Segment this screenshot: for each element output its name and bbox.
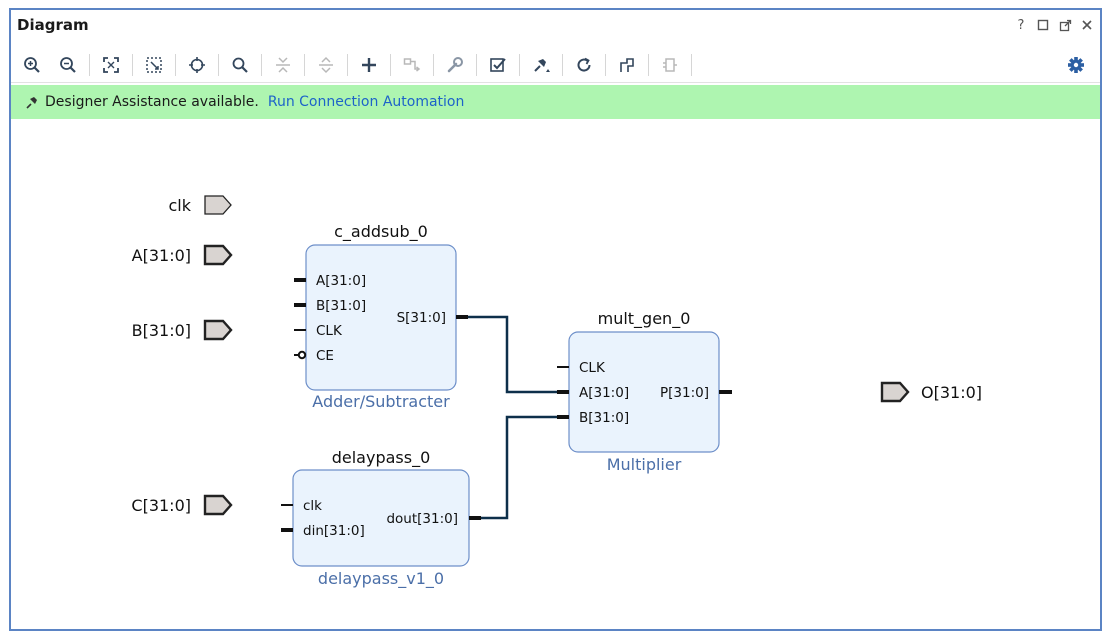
delay-pin-dout-label: dout[31:0] xyxy=(386,511,458,527)
window-title: Diagram xyxy=(17,16,89,34)
port-c-label: C[31:0] xyxy=(131,496,191,515)
port-o-label: O[31:0] xyxy=(921,383,982,402)
settings-gear-icon[interactable] xyxy=(1062,51,1090,79)
net-dout-to-b[interactable] xyxy=(479,415,561,520)
addsub-pin-s-label: S[31:0] xyxy=(397,310,446,326)
port-c[interactable]: C[31:0] xyxy=(131,494,233,516)
expand-all-icon[interactable] xyxy=(311,51,341,79)
mult-pin-b-label: B[31:0] xyxy=(579,410,629,426)
toolbar-separator xyxy=(648,54,649,76)
toolbar-separator xyxy=(132,54,133,76)
mult-pin-p-label: P[31:0] xyxy=(660,385,709,401)
toolbar-separator xyxy=(261,54,262,76)
addsub-pin-a-label: A[31:0] xyxy=(316,273,366,289)
nets xyxy=(466,315,561,520)
diagram-window: Diagram ? xyxy=(9,8,1102,631)
create-hierarchy-icon[interactable] xyxy=(655,51,685,79)
delay-pin-din-label: din[31:0] xyxy=(303,523,365,539)
port-o-shape xyxy=(880,381,910,403)
addsub-pin-ce-bubble xyxy=(297,350,307,360)
toolbar-separator xyxy=(304,54,305,76)
zoom-out-icon[interactable] xyxy=(53,51,83,79)
port-b-label: B[31:0] xyxy=(132,321,191,340)
addsub-instance-name: c_addsub_0 xyxy=(334,222,428,242)
delay-instance-name: delaypass_0 xyxy=(332,448,431,468)
help-icon[interactable]: ? xyxy=(1017,17,1025,33)
toolbar-separator xyxy=(605,54,606,76)
port-clk-label: clk xyxy=(168,196,191,215)
mult-type-label: Multiplier xyxy=(607,455,682,474)
net-s-to-a[interactable] xyxy=(466,315,561,394)
addsub-pin-b-label: B[31:0] xyxy=(316,298,366,314)
validate-design-icon[interactable] xyxy=(483,51,513,79)
add-ip-icon[interactable] xyxy=(354,51,384,79)
close-icon[interactable] xyxy=(1080,18,1094,32)
port-a-shape xyxy=(203,244,233,266)
toolbar-separator xyxy=(433,54,434,76)
toolbar-separator xyxy=(519,54,520,76)
banner-message: Designer Assistance available. xyxy=(45,94,259,110)
mult-pin-clk-label: CLK xyxy=(579,360,606,376)
toolbar-separator xyxy=(390,54,391,76)
mult-pin-a-label: A[31:0] xyxy=(579,385,629,401)
float-window-icon[interactable] xyxy=(1058,18,1072,32)
designer-assistance-banner: Designer Assistance available. Run Conne… xyxy=(11,85,1100,119)
run-connection-automation-link[interactable]: Run Connection Automation xyxy=(267,94,465,110)
block-delaypass[interactable]: delaypass_0 clk din[31:0] dout[31:0] del… xyxy=(281,448,481,589)
search-icon[interactable] xyxy=(225,51,255,79)
addsub-pin-ce-label: CE xyxy=(316,348,334,364)
collapse-all-icon[interactable] xyxy=(268,51,298,79)
pin-icon xyxy=(25,95,39,109)
toolbar-separator xyxy=(89,54,90,76)
toolbar-separator xyxy=(691,54,692,76)
wrench-icon[interactable] xyxy=(440,51,470,79)
port-o[interactable]: O[31:0] xyxy=(880,381,982,403)
delay-pin-clk-label: clk xyxy=(303,498,322,514)
zoom-fit-icon[interactable] xyxy=(96,51,126,79)
zoom-in-icon[interactable] xyxy=(17,51,47,79)
mult-instance-name: mult_gen_0 xyxy=(598,309,691,329)
toolbar-separator xyxy=(218,54,219,76)
addsub-pin-clk-label: CLK xyxy=(316,323,343,339)
port-clk[interactable]: clk xyxy=(168,195,232,215)
port-b-shape xyxy=(203,319,233,341)
block-mult-gen[interactable]: mult_gen_0 CLK A[31:0] B[31:0] P[31:0] M… xyxy=(557,309,732,474)
toolbar-separator xyxy=(476,54,477,76)
restore-icon[interactable] xyxy=(1036,18,1050,32)
window-controls: ? xyxy=(1014,17,1094,33)
diagram-toolbar xyxy=(11,48,1100,83)
port-c-shape xyxy=(203,494,233,516)
delay-type-label: delaypass_v1_0 xyxy=(318,569,444,589)
port-a[interactable]: A[31:0] xyxy=(132,244,233,266)
addsub-type-label: Adder/Subtracter xyxy=(312,392,450,411)
route-net-icon[interactable] xyxy=(397,51,427,79)
port-clk-shape xyxy=(204,195,232,215)
port-b[interactable]: B[31:0] xyxy=(132,319,233,341)
port-a-label: A[31:0] xyxy=(132,246,191,265)
block-c-addsub[interactable]: c_addsub_0 A[31:0] B[31:0] CLK CE S[31:0… xyxy=(294,222,468,411)
refresh-icon[interactable] xyxy=(569,51,599,79)
toolbar-separator xyxy=(562,54,563,76)
pin-dropdown-icon[interactable] xyxy=(526,51,556,79)
zoom-area-icon[interactable] xyxy=(139,51,169,79)
title-bar: Diagram ? xyxy=(11,10,1100,42)
diagram-canvas[interactable]: clk A[31:0] B[31:0] C[31:0] O[31:0] xyxy=(11,120,1100,631)
toolbar-separator xyxy=(175,54,176,76)
optimize-routing-icon[interactable] xyxy=(612,51,642,79)
toolbar-separator xyxy=(347,54,348,76)
center-crosshair-icon[interactable] xyxy=(182,51,212,79)
